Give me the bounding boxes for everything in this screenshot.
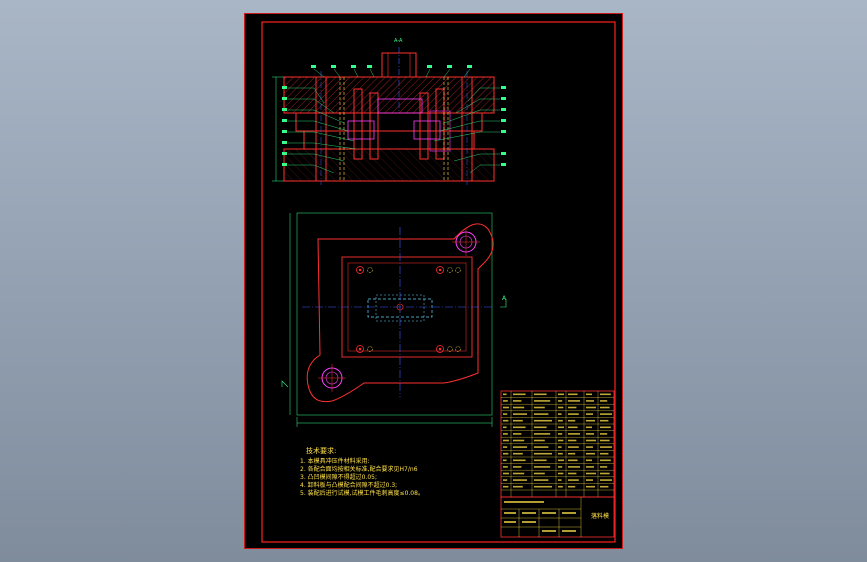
plan-view [281, 212, 507, 427]
outer-border [244, 13, 623, 549]
technical-note-3: 3. 凸凹模间隙不得超过0.05; [300, 474, 378, 481]
technical-note-1: 1. 本模具冲压件材料采用: [300, 458, 370, 465]
parts-list [500, 390, 615, 498]
technical-note-2: 2. 各配合面均按相关标准,配合要求见H7/n6 [300, 466, 418, 473]
section-label-top: A-A [394, 38, 403, 44]
technical-notes-list: 1. 本模具冲压件材料采用: 2. 各配合面均按相关标准,配合要求见H7/n6 … [300, 458, 424, 498]
title-block [500, 496, 615, 538]
technical-note-4: 4. 卸料板与凸模配合间隙不超过0.3; [300, 482, 398, 489]
technical-notes-title: 技术要求: [306, 447, 337, 455]
section-view [272, 47, 506, 185]
drawing-name: 落料模 [591, 513, 610, 520]
technical-note-5: 5. 装配后进行试模,试模工件毛刺高度≤0.08。 [300, 490, 424, 497]
die-assembly-drawing [244, 13, 623, 549]
view-label-a: A [502, 295, 507, 302]
inner-frame [261, 21, 616, 543]
drawing-sheet: A-A A 技术要求: 1. 本模具冲压件材料采用: 2. 各配合面均按相关标准… [244, 13, 623, 549]
